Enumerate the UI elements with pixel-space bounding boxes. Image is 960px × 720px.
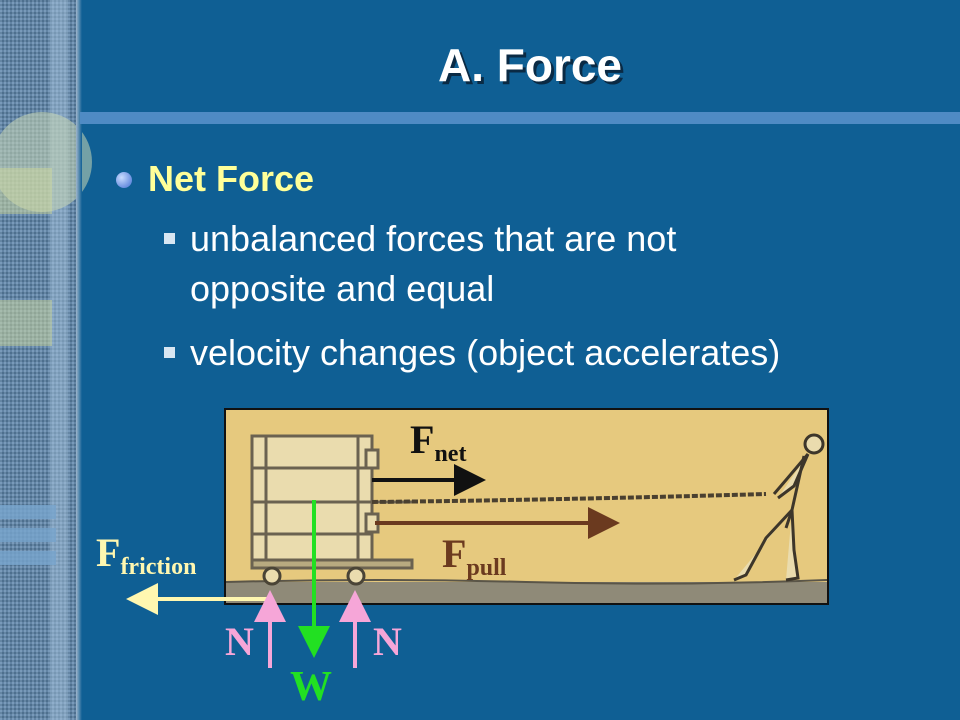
- pulling-man: [733, 433, 825, 582]
- side-tile: [0, 168, 52, 214]
- weight-label: W: [290, 664, 332, 710]
- side-stripe: [0, 551, 56, 565]
- bullet-net-force: Net Force: [148, 158, 315, 199]
- subbullet-line-2: opposite and equal: [190, 268, 495, 309]
- rope: [371, 492, 767, 504]
- f-friction-label: Ffriction: [96, 530, 197, 580]
- normal-label-right: N: [373, 619, 402, 664]
- left-decoration: [0, 0, 92, 720]
- bullet-icon: [116, 172, 132, 188]
- cart-pulling-illustration: [224, 408, 829, 605]
- side-stripe: [0, 505, 56, 519]
- side-tile: [0, 300, 52, 346]
- subbullet-line-3: velocity changes (object accelerates): [190, 332, 781, 373]
- title-divider: [80, 112, 960, 124]
- square-bullet-icon: [164, 347, 175, 358]
- f-pull-label: Fpull: [442, 531, 507, 581]
- f-net-label: Fnet: [410, 417, 467, 467]
- subbullet-line-1: unbalanced forces that are not: [190, 218, 677, 259]
- ground: [226, 582, 827, 603]
- wheel: [262, 566, 282, 586]
- side-edge: [76, 0, 82, 720]
- slide-title: A. Force: [437, 39, 623, 91]
- side-stripe: [0, 528, 56, 542]
- normal-label-left: N: [225, 619, 254, 664]
- wheel: [346, 566, 366, 586]
- square-bullet-icon: [164, 233, 175, 244]
